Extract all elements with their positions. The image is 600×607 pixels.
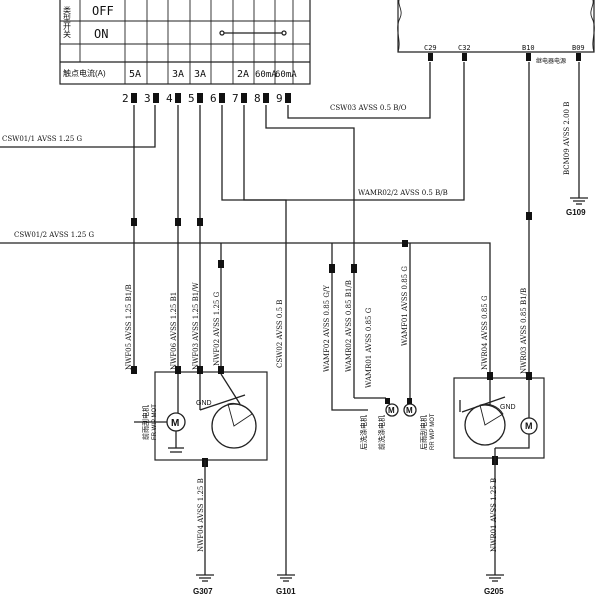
connector-pins: 2 3 4 5 6 7 8 9 (122, 92, 291, 105)
front-gnd-label: GND (196, 400, 212, 407)
wire-nwf06-label: NWF06 AVSS 1.25 B1 (170, 292, 178, 370)
pin-4: 4 (166, 92, 173, 105)
wire-wamr02-2-label: WAMR02/2 AVSS 0.5 B/B (358, 189, 448, 197)
wire-nwf05-label: NWF05 AVSS 1.25 B1/B (125, 284, 133, 370)
ground-g109-label: G109 (566, 208, 586, 217)
ground-g307: G307 (193, 574, 214, 596)
wire-bcm09-label: BCM09 AVSS 2.00 B (563, 102, 571, 175)
bcm-pin-b09: B09 (572, 44, 585, 52)
wire-wamf01-label: WAMF01 AVSS 0.85 G (401, 266, 409, 346)
ground-g101: G101 (276, 574, 296, 596)
washer-motors: M M 后洗涤电机 前洗涤电机 后雨刮电机 RR WIP MOT (354, 397, 436, 450)
wire-nwf03-label: NWF03 AVSS 1.25 B1/W (192, 281, 200, 370)
wire-csw01-2-label: CSW01/2 AVSS 1.25 G (14, 231, 95, 239)
front-wiper-motor-symbol: M (171, 418, 179, 429)
ground-g205: G205 (484, 574, 504, 596)
ground-g109: G109 (566, 197, 588, 217)
pin-6: 6 (210, 92, 217, 105)
bcm-pin-b10: B10 (522, 44, 535, 52)
wire-nwr04-label: NWR04 AVSS 0.85 G (481, 295, 489, 370)
wire-csw03-label: CSW03 AVSS 0.5 B/O (330, 104, 407, 112)
pin-9: 9 (276, 92, 283, 105)
pin-5: 5 (188, 92, 195, 105)
current-60ma-2: 60mA (275, 70, 297, 80)
current-3a-2: 3A (194, 69, 206, 80)
current-row-label: 触点电流(A) (63, 68, 106, 78)
rear-washer-motor-icon (385, 403, 399, 417)
bcm-b10-note: 继电器电源 (536, 57, 566, 65)
wire-nwf02-label: NWF02 AVSS 1.25 G (213, 291, 221, 366)
current-60ma-1: 60mA (255, 70, 277, 80)
pin-8: 8 (254, 92, 261, 105)
wire-csw01-1-label: CSW01/1 AVSS 1.25 G (2, 135, 83, 143)
wire-csw02-label: CSW02 AVSS 0.5 B (276, 300, 284, 368)
switch-table: 类型开关 OFF ON 触点电流(A) 5A 3A 3A 2A 60mA 60m… (59, 0, 311, 85)
rear-wiper-motor-box: GND M (453, 372, 545, 575)
rear-wiper-label: 后雨刮电机 (419, 415, 428, 450)
wire-nwf04-label: NWF04 AVSS 1.25 B (197, 478, 205, 552)
wire-wamf02-label: WAMF02 AVSS 0.85 G/Y (323, 285, 331, 372)
bcm-pin-c32: C32 (458, 44, 471, 52)
bcm-pin-c29: C29 (424, 44, 437, 52)
front-wiper-motor-label: 前雨刮电机 (141, 405, 150, 440)
front-park-switch-icon (211, 403, 257, 449)
on-label: ON (94, 27, 108, 41)
current-3a-1: 3A (172, 69, 184, 80)
wire-nwr03-label: NWR03 AVSS 0.85 B1/B (520, 288, 528, 374)
pin-3: 3 (144, 92, 151, 105)
pin-7: 7 (232, 92, 239, 105)
wire-nwr01-label: NWR01 AVSS 1.25 B (490, 478, 498, 552)
rear-gnd-label: GND (500, 404, 516, 411)
off-label: OFF (92, 4, 114, 18)
rear-wiper-motor-symbol: M (525, 421, 533, 431)
rear-washer-symbol: M (388, 406, 395, 415)
rear-wiper-en-label: RR WIP MOT (430, 413, 436, 450)
ground-g205-label: G205 (484, 587, 504, 596)
rear-washer-label: 后洗涤电机 (359, 415, 368, 450)
wire-wamr02-label: WAMR02 AVSS 0.85 B1/B (345, 280, 353, 372)
pin-2: 2 (122, 92, 129, 105)
rear-park-switch-icon (464, 404, 506, 446)
front-washer-symbol: M (406, 406, 413, 415)
switch-side-label-1: 类型开关 (63, 5, 72, 39)
wire-wamr01-label: WAMR01 AVSS 0.85 G (365, 307, 373, 388)
ground-g101-label: G101 (276, 587, 296, 596)
bcm-module: C29 C32 B10 B09 继电器电源 (397, 0, 595, 65)
front-wiper-motor-en-label: FR WIP MOT (152, 404, 158, 440)
current-5a: 5A (129, 69, 141, 80)
front-washer-label: 前洗涤电机 (377, 415, 386, 450)
ground-g307-label: G307 (193, 587, 213, 596)
front-wiper-motor-box: M GND 前雨刮电机 FR WIP MOT (131, 366, 268, 575)
current-2a: 2A (237, 69, 249, 80)
